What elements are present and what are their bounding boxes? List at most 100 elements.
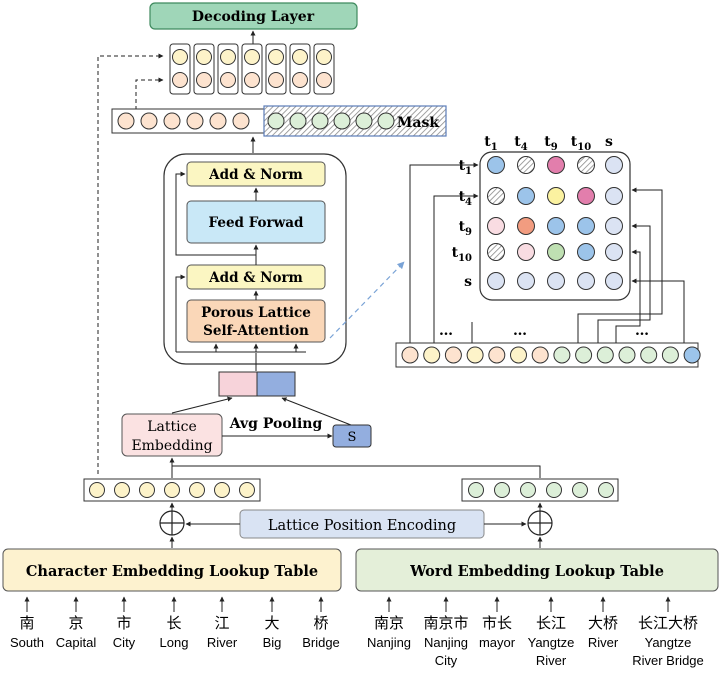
svg-text:Porous Lattice: Porous Lattice (201, 305, 311, 321)
output-token-top (292, 49, 308, 65)
lattice-sequence-token (423, 346, 441, 364)
lattice-sequence-token (640, 346, 658, 364)
matrix-cell (605, 217, 623, 235)
char-row-token (139, 482, 155, 498)
matrix-col-header: t10 (571, 134, 591, 153)
word-input-zh: 市长 (482, 614, 512, 632)
word-input-zh: 长江大桥 (638, 614, 698, 632)
matrix-row-header: t10 (452, 245, 472, 264)
matrix-cell (577, 187, 595, 205)
matrix-row-header: s (464, 274, 472, 290)
matrix-connections (409, 162, 685, 343)
char-input-zh: 长 (166, 614, 181, 632)
add-node-word (527, 510, 553, 536)
svg-text:Lattice Position Encoding: Lattice Position Encoding (268, 518, 456, 534)
add-node-char (159, 510, 185, 536)
lattice-sequence-token (618, 346, 636, 364)
output-token-bottom (268, 72, 284, 88)
lattice-sequence-token (683, 346, 701, 364)
porous-lattice-self-attention-box: Porous Lattice Self-Attention (186, 299, 326, 343)
mask-row-tokens (117, 112, 395, 130)
svg-text:Feed Forwad: Feed Forwad (209, 215, 304, 231)
matrix-cell (577, 217, 595, 235)
mask-row: Mask (111, 105, 447, 137)
char-input-en: Long (160, 635, 189, 650)
matrix-cell (517, 272, 535, 290)
output-token-top (220, 49, 236, 65)
word-embedding-lookup-table: Word Embedding Lookup Table (355, 548, 719, 592)
lattice-sequence-token (596, 346, 614, 364)
matrix-cell (547, 187, 565, 205)
word-input-en: River (588, 635, 619, 650)
mask-row-char-token (163, 112, 181, 130)
mask-row-word-token (289, 112, 307, 130)
svg-text:Add & Norm: Add & Norm (208, 167, 303, 183)
avg-pooling-label: Avg Pooling (229, 416, 323, 432)
mask-row-char-token (140, 112, 158, 130)
svg-text:Self-Attention: Self-Attention (203, 323, 309, 339)
word-input-zh: 大桥 (588, 614, 618, 632)
add-norm-bottom: Add & Norm (186, 264, 326, 290)
lattice-sequence-token (488, 346, 506, 364)
lattice-sequence-token (661, 346, 679, 364)
matrix-col-header: t4 (514, 134, 527, 153)
matrix-cell (487, 272, 505, 290)
lattice-position-encoding: Lattice Position Encoding (239, 509, 485, 539)
char-input-en: Big (263, 635, 282, 650)
ellipsis-right: … (635, 323, 649, 339)
matrix-col-header: t1 (484, 134, 497, 153)
lattice-sequence-tokens (401, 346, 701, 364)
word-inputs: 南京Nanjing南京市NanjingCity市长mayor长江YangtzeR… (367, 596, 704, 668)
output-token-top (244, 49, 260, 65)
svg-text:Word Embedding Lookup Table: Word Embedding Lookup Table (409, 563, 664, 580)
char-input-en: River (207, 635, 238, 650)
char-input-en: City (113, 635, 136, 650)
mask-row-char-token (117, 112, 135, 130)
output-token-bottom (220, 72, 236, 88)
char-row-token (214, 482, 230, 498)
word-input-en: mayor (479, 635, 516, 650)
mask-row-word-token (377, 112, 395, 130)
output-token-top (172, 49, 188, 65)
mask-row-word-token (355, 112, 373, 130)
mask-row-char-token (232, 112, 250, 130)
char-row-token (164, 482, 180, 498)
matrix-cell (487, 217, 505, 235)
word-row-token (494, 482, 510, 498)
matrix-cell (547, 243, 565, 261)
output-columns (169, 43, 335, 95)
matrix-col-header: t9 (544, 134, 557, 153)
char-row-token (189, 482, 205, 498)
word-input-en-line2: City (435, 653, 458, 668)
word-row-token (520, 482, 536, 498)
char-input-en: South (10, 635, 44, 650)
matrix-cell (577, 243, 595, 261)
matrix-row-header: t9 (459, 219, 472, 238)
lattice-sequence-token (401, 346, 419, 364)
output-token-bottom (196, 72, 212, 88)
matrix-cell (547, 217, 565, 235)
matrix-cell (487, 187, 505, 205)
char-row-token (114, 482, 130, 498)
matrix-row-header: t1 (459, 158, 472, 177)
mask-row-char-token (186, 112, 204, 130)
lattice-sequence-token (553, 346, 571, 364)
add-norm-top: Add & Norm (186, 161, 326, 187)
matrix-cell (517, 156, 535, 174)
matrix-cell (487, 243, 505, 261)
output-token-bottom (244, 72, 260, 88)
word-row-token (598, 482, 614, 498)
char-row-token (89, 482, 105, 498)
word-row-token (468, 482, 484, 498)
output-token-bottom (292, 72, 308, 88)
character-embedding-lookup-table: Character Embedding Lookup Table (2, 548, 342, 592)
output-token-bottom (172, 72, 188, 88)
lattice-sequence-token (444, 346, 462, 364)
feed-forward-box: Feed Forwad (186, 200, 326, 244)
char-input-zh: 京 (68, 614, 83, 632)
decoding-layer-label: Decoding Layer (192, 9, 315, 25)
mask-row-word-token (333, 112, 351, 130)
char-input-en: Capital (56, 635, 97, 650)
